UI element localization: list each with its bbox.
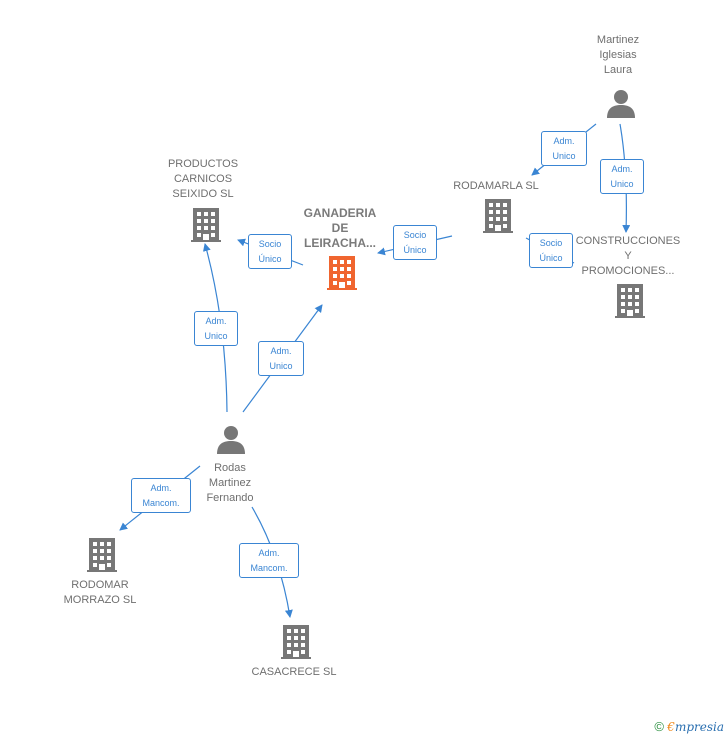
building-icon xyxy=(327,256,357,290)
building-icon xyxy=(483,199,513,233)
edge-label-adm-mancom[interactable]: Adm. Mancom. xyxy=(131,478,191,513)
edge-label-socio-unico[interactable]: Socio Único xyxy=(529,233,573,268)
edge-label-adm-unico[interactable]: Adm. Unico xyxy=(541,131,587,166)
edge-label-adm-unico[interactable]: Adm. Unico xyxy=(600,159,644,194)
edge-label-socio-unico[interactable]: Socio Único xyxy=(393,225,437,260)
node-rodomar-label[interactable]: RODOMAR MORRAZO SL xyxy=(63,579,137,606)
edge-label-adm-unico[interactable]: Adm. Unico xyxy=(258,341,304,376)
brand-logo-initial: € xyxy=(667,720,675,734)
copyright-symbol: © xyxy=(654,719,664,734)
edge-label-socio-unico[interactable]: Socio Único xyxy=(248,234,292,269)
building-icon xyxy=(281,625,311,659)
node-person-fernando-label[interactable]: Rodas Martinez Fernando xyxy=(206,462,254,504)
node-person-laura-label[interactable]: Martinez Iglesias Laura xyxy=(596,34,640,76)
brand-logo[interactable]: €mpresia xyxy=(667,720,724,734)
building-icon xyxy=(191,208,221,242)
edge-label-adm-mancom[interactable]: Adm. Mancom. xyxy=(239,543,299,578)
person-icon xyxy=(607,90,635,118)
node-main-company-label[interactable]: GANADERIA DE LEIRACHA... xyxy=(303,206,377,250)
node-casacrece-label[interactable]: CASACRECE SL xyxy=(251,666,337,678)
building-icon xyxy=(87,538,117,572)
copyright-footer: © €mpresia xyxy=(654,719,724,734)
node-productos-label[interactable]: PRODUCTOS CARNICOS SEIXIDO SL xyxy=(167,158,239,200)
brand-logo-text: mpresia xyxy=(674,720,724,734)
node-rodamarla-label[interactable]: RODAMARLA SL xyxy=(453,180,539,192)
person-icon xyxy=(217,426,245,454)
node-construcciones-label[interactable]: CONSTRUCCIONES Y PROMOCIONES... xyxy=(575,235,681,277)
edge-label-adm-unico[interactable]: Adm. Unico xyxy=(194,311,238,346)
building-icon xyxy=(615,284,645,318)
